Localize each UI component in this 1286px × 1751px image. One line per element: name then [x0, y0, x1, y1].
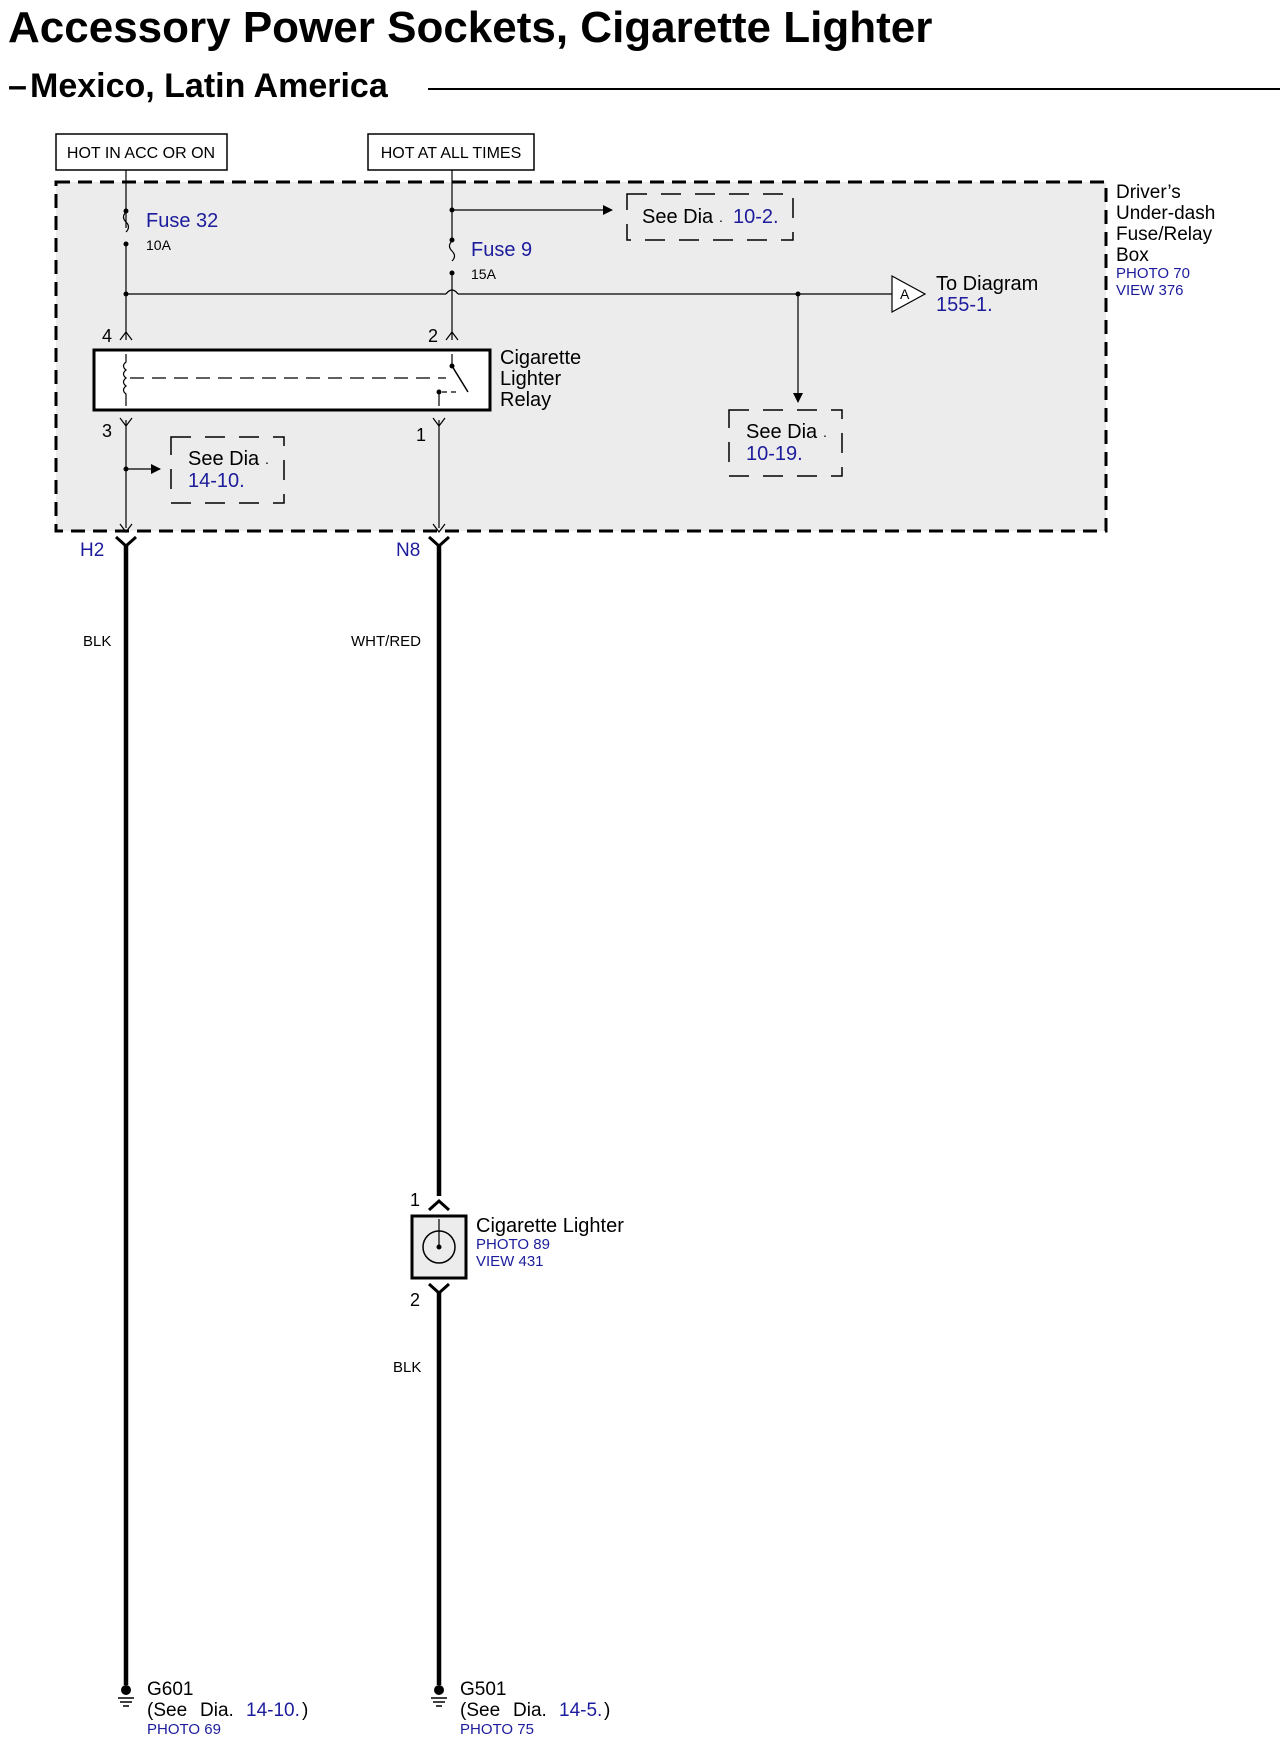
hot-acc-box — [55, 133, 228, 171]
fuse32-name-link[interactable]: Fuse 32 — [146, 210, 218, 232]
ref-10-2-link[interactable]: 10-2. — [733, 206, 779, 228]
ground-g601-dia: Dia. — [200, 1700, 234, 1721]
ground-g501-ref-link[interactable]: 14-5. — [559, 1700, 602, 1721]
ref-box-10-2 — [626, 193, 794, 241]
ground-g601-see: (See — [147, 1700, 187, 1721]
fuse9-terminal-top — [449, 237, 455, 243]
relay-pin-2: 2 — [428, 326, 438, 346]
hot-acc-label: HOT IN ACC OR ON — [67, 145, 215, 162]
ground-g601-photo-link[interactable]: PHOTO 69 — [147, 1721, 221, 1738]
fuse-box-name-line1: Driver’s — [1116, 182, 1181, 203]
ref-14-10-dot: . — [265, 451, 269, 467]
wire-blk-left-label: BLK — [83, 633, 111, 650]
fuse32-rating: 10A — [146, 237, 172, 253]
ref-10-19-dot: . — [823, 424, 827, 440]
wire-wht-red-label: WHT/RED — [351, 633, 421, 650]
hot-always-label: HOT AT ALL TIMES — [381, 145, 522, 162]
relay-coil — [122, 354, 127, 406]
to-diagram-ref-link[interactable]: 155-1. — [936, 294, 993, 316]
terminal-h2-inner — [119, 523, 133, 533]
hot-always-box — [367, 133, 535, 171]
ground-g601-ref-link[interactable]: 14-10. — [246, 1700, 300, 1721]
relay-pin-4-connector — [119, 331, 133, 341]
fuse-box-photo-link[interactable]: PHOTO 70 — [1116, 265, 1190, 282]
ref-box-10-19 — [728, 409, 843, 477]
lighter-pin-1: 1 — [410, 1190, 420, 1210]
relay-pin-2-connector — [445, 331, 459, 341]
relay-name-line2: Lighter — [500, 368, 561, 390]
ground-g501-point — [434, 1685, 444, 1695]
lighter-name: Cigarette Lighter — [476, 1215, 624, 1237]
ground-g501-see: (See — [460, 1700, 500, 1721]
ref-10-2-dot: . — [719, 209, 723, 225]
page-title: Accessory Power Sockets, Cigarette Light… — [8, 3, 933, 52]
ref-10-19-link[interactable]: 10-19. — [746, 443, 803, 465]
fuse-box-name-line2: Under-dash — [1116, 203, 1215, 224]
fuse-box-name-line4: Box — [1116, 245, 1149, 266]
fuse9-rating: 15A — [471, 266, 497, 282]
ref-14-10-link[interactable]: 14-10. — [188, 470, 245, 492]
page-subtitle: Mexico, Latin America — [30, 67, 388, 105]
wire-blk-lower-label: BLK — [393, 1359, 421, 1376]
lighter-pin-2: 2 — [410, 1290, 420, 1310]
ref-10-2-prefix: See Dia — [642, 206, 714, 228]
ground-g601-name: G601 — [147, 1679, 193, 1700]
fuse32-terminal-top — [123, 208, 129, 214]
relay-pin-3: 3 — [102, 421, 112, 441]
ground-g501-close: ) — [604, 1700, 610, 1721]
ref-10-19-prefix: See Dia — [746, 421, 818, 443]
lighter-socket-center — [436, 1244, 442, 1250]
to-diagram-label: To Diagram — [936, 273, 1038, 295]
ground-g601-point — [121, 1685, 131, 1695]
fuse32-symbol — [122, 211, 130, 233]
lighter-pin-1-connector — [427, 1198, 451, 1212]
ground-g601-close: ) — [302, 1700, 308, 1721]
fuse9-name-link[interactable]: Fuse 9 — [471, 239, 532, 261]
relay-pin-1: 1 — [416, 425, 426, 445]
relay-name-line3: Relay — [500, 389, 551, 411]
ground-g501-dia: Dia. — [513, 1700, 547, 1721]
ref-box-14-10 — [170, 436, 285, 504]
terminal-h2-link[interactable]: H2 — [80, 540, 104, 561]
relay-pin-4: 4 — [102, 326, 112, 346]
relay-body — [92, 348, 492, 412]
connector-a-letter: A — [900, 286, 910, 302]
terminal-h2-outer — [114, 535, 138, 549]
fuse9-symbol — [448, 240, 456, 262]
lighter-photo-link[interactable]: PHOTO 89 — [476, 1236, 550, 1253]
relay-name-line1: Cigarette — [500, 347, 581, 369]
terminal-n8-link[interactable]: N8 — [396, 540, 420, 561]
ref-14-10-prefix: See Dia — [188, 448, 260, 470]
fuse-box-name-line3: Fuse/Relay — [1116, 224, 1213, 245]
lighter-pin-2-connector — [427, 1282, 451, 1296]
terminal-n8-outer — [427, 535, 451, 549]
fuse-box-view-link[interactable]: VIEW 376 — [1116, 282, 1184, 299]
terminal-n8-inner — [432, 523, 446, 533]
ground-g501-name: G501 — [460, 1679, 506, 1700]
lighter-view-link[interactable]: VIEW 431 — [476, 1253, 544, 1270]
subtitle-dash: – — [8, 67, 27, 105]
connector-a-triangle — [891, 274, 927, 314]
relay-switch-blade — [451, 365, 469, 393]
ground-g501-photo-link[interactable]: PHOTO 75 — [460, 1721, 534, 1738]
bus-wire-crossover — [445, 289, 459, 295]
